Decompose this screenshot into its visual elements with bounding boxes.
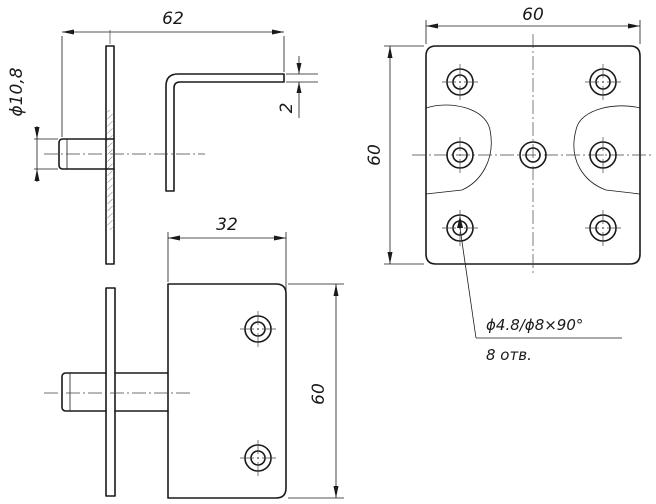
hole-callout: ϕ4.8/ϕ8×90° 8 отв. xyxy=(457,216,622,364)
dim-plate-height-label: 60 xyxy=(365,144,385,166)
dim-flange-thickness-label: 2 xyxy=(277,103,297,114)
dim-front-width-label: 32 xyxy=(216,215,238,235)
plate-hole-top-right xyxy=(585,64,621,100)
dim-pin-diameter-label: ϕ10,8 xyxy=(7,67,27,116)
side-view-plate-section xyxy=(107,110,113,230)
plate-break-right xyxy=(573,105,641,195)
dimension-pin-diameter: ϕ10,8 xyxy=(7,67,58,182)
front-view-plate xyxy=(105,287,116,497)
plate-hole-center xyxy=(519,141,547,169)
front-view-pin xyxy=(61,372,107,412)
plate-break-left xyxy=(425,104,492,195)
plate-view: 60 60 ϕ4.8/ϕ8×90° 8 отв. xyxy=(365,5,654,364)
front-view-bracket xyxy=(167,283,287,499)
dimension-flange-thickness: 2 xyxy=(277,56,318,118)
hole-spec-label: ϕ4.8/ϕ8×90° xyxy=(486,316,583,334)
front-view-hole-bottom xyxy=(240,440,276,476)
side-view-pin xyxy=(58,138,115,170)
dimension-plate-height: 60 xyxy=(365,45,424,265)
dimension-plate-width: 60 xyxy=(425,5,641,44)
side-view: 62 ϕ10,8 2 xyxy=(7,9,318,265)
plate-hole-top-left xyxy=(442,64,478,100)
front-view: 32 60 xyxy=(44,215,344,499)
plate-hole-bottom-right xyxy=(585,210,621,246)
dim-plate-width-label: 60 xyxy=(522,5,544,25)
plate-hole-middle-left xyxy=(446,137,474,173)
plate-outline xyxy=(425,45,641,265)
side-view-plate xyxy=(105,45,115,265)
hole-count-label: 8 отв. xyxy=(486,346,532,364)
dim-front-height-label: 60 xyxy=(309,383,329,405)
dimension-overall-width: 62 xyxy=(61,9,285,137)
dim-overall-width-label: 62 xyxy=(162,9,184,29)
front-view-hole-top xyxy=(240,311,276,347)
dimension-front-height: 60 xyxy=(288,283,344,499)
side-view-angle-bracket xyxy=(165,73,285,192)
plate-hole-middle-right xyxy=(589,137,617,173)
dimension-front-width: 32 xyxy=(167,215,287,292)
